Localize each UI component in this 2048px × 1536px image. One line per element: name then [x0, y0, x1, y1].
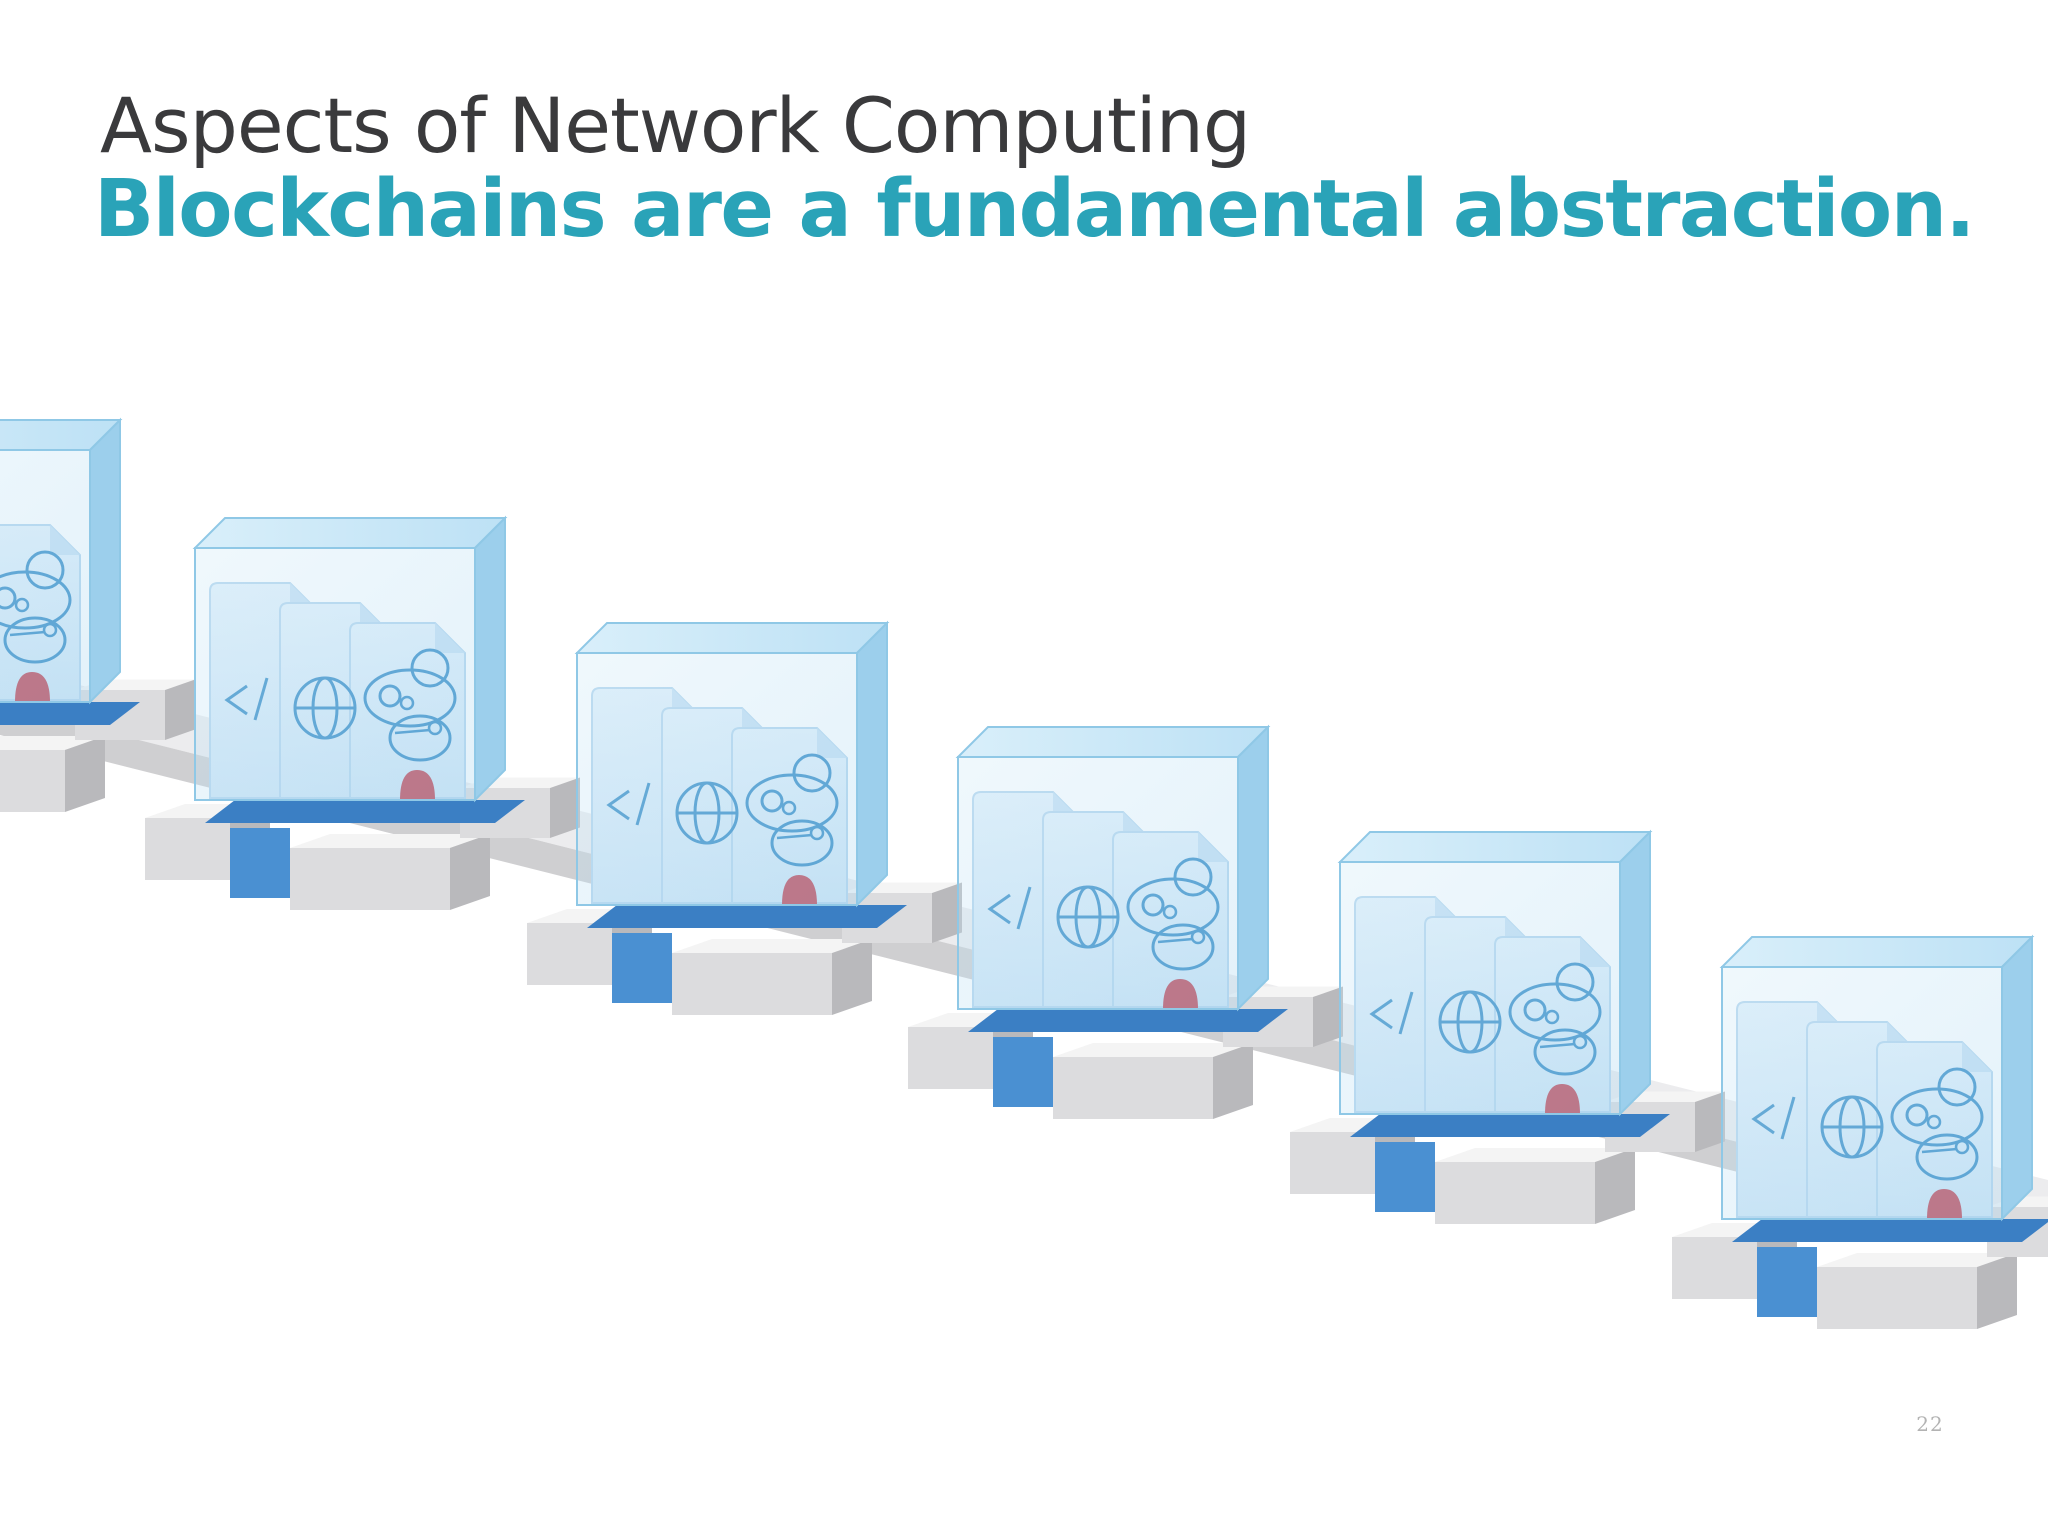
slide-subheading: Blockchains are a fundamental abstractio… [94, 163, 1975, 255]
block [1290, 829, 1725, 1224]
page-number: 22 [1916, 1412, 1944, 1436]
block [145, 515, 580, 910]
block [1672, 934, 2048, 1329]
block [527, 620, 962, 1015]
block [0, 417, 195, 812]
slide-heading: Aspects of Network Computing [100, 81, 1251, 170]
block [908, 724, 1343, 1119]
